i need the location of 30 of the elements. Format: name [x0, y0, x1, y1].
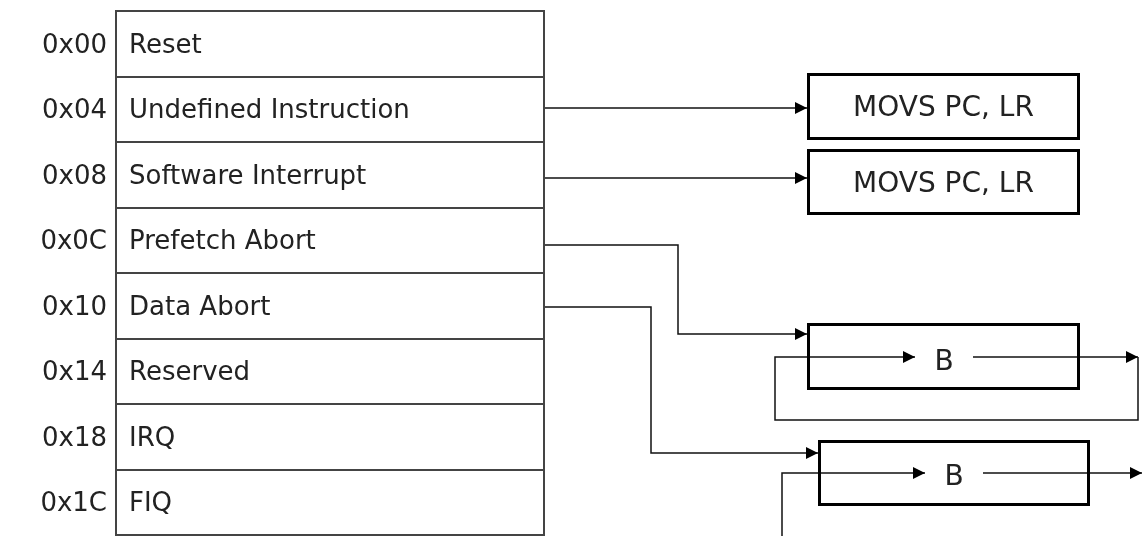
arrow [544, 306, 819, 459]
arrow [982, 467, 1143, 479]
branch-box [818, 440, 1090, 506]
arrow [544, 102, 808, 114]
address-label: 0x00 [41, 27, 107, 60]
table-row: Reset [115, 10, 545, 78]
table-row: Data Abort [115, 272, 545, 340]
branch-box [807, 323, 1080, 390]
address-label: 0x04 [41, 93, 107, 126]
table-row: Reserved [115, 337, 545, 405]
arrow [972, 351, 1139, 363]
table-row: Undefined Instruction [115, 75, 545, 143]
branch-instruction: B [915, 343, 973, 377]
table-row: Prefetch Abort [115, 206, 545, 274]
address-label: 0x1C [39, 486, 107, 519]
table-row: FIQ [115, 468, 545, 536]
arrow [544, 172, 808, 184]
address-label: 0x10 [41, 289, 107, 322]
instruction-box: MOVS PC, LR [807, 149, 1080, 215]
arrow [774, 351, 1139, 421]
arrow [544, 244, 808, 340]
branch-instruction: B [925, 458, 983, 492]
table-row: Software Interrupt [115, 141, 545, 209]
address-label: 0x08 [41, 158, 107, 191]
table-row: IRQ [115, 403, 545, 471]
address-label: 0x18 [41, 420, 107, 453]
address-label: 0x14 [41, 355, 107, 388]
instruction-box: MOVS PC, LR [807, 73, 1080, 140]
arrow [781, 467, 926, 536]
address-label: 0x0C [39, 224, 107, 257]
